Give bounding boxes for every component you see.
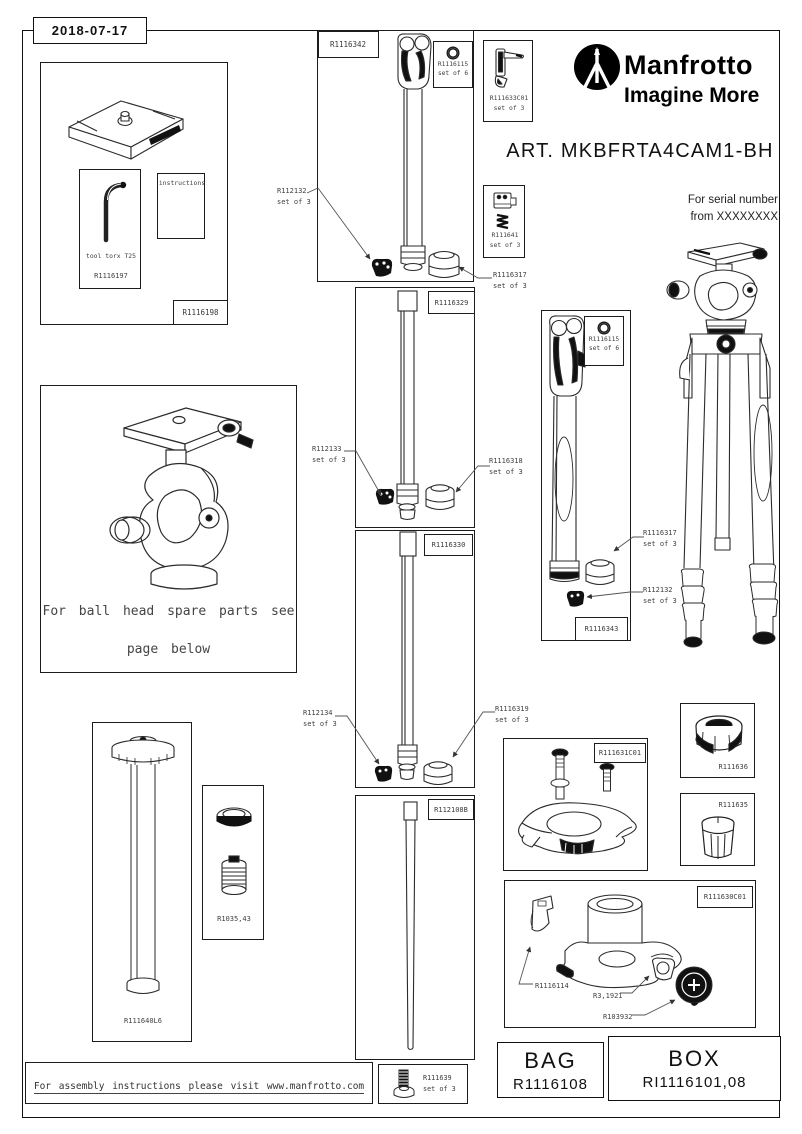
nut-code-label: R3,1921 (593, 992, 623, 1000)
oring-qty: set of 6 (588, 345, 620, 353)
quick-release-plate-icon (68, 100, 184, 160)
top-casting-code-tab: R111630C01 (697, 886, 753, 908)
assembly-note-text: For assembly instructions please visit w… (33, 1081, 365, 1094)
shipping-box-code: RI1116101,08 (642, 1074, 747, 1091)
rod-box: R112108B (355, 795, 475, 1060)
tripod-illustration (666, 242, 779, 648)
oring-code: R1116115 (437, 61, 469, 68)
brand-tagline: Imagine More (624, 84, 760, 107)
lock-ring-icon (695, 715, 743, 754)
rod-icon (403, 801, 418, 1051)
instructions-box: instructions (157, 173, 205, 239)
lock-ring-box: R111636 (680, 703, 755, 778)
leg2-box: R1116329 (355, 287, 475, 528)
knob-code-label: R103932 (603, 1013, 633, 1021)
rod-code-tab: R112108B (428, 799, 474, 820)
leg-section-icon (374, 531, 453, 786)
manfrotto-logo-icon (574, 44, 620, 90)
torx-wrench-icon (103, 181, 127, 243)
tool-label: tool torx T25 (85, 252, 137, 260)
spreader-box: R111631C01 (503, 738, 648, 871)
bag-box: BAG R1116108 (497, 1042, 604, 1098)
bag-code: R1116108 (512, 1075, 588, 1093)
wedge-code-label: R1116114 (535, 982, 569, 990)
leg1-code-tab: R1116342 (317, 30, 379, 58)
kit-code-tab: R1116198 (173, 300, 228, 325)
top-casting-box: R111630C01 R1116114 R3,1921 R103932 (504, 880, 756, 1028)
leg-section-icon (375, 290, 455, 521)
oring-code: R1116115 (588, 336, 620, 343)
oring-kit-box: R1116115 set of 6 (433, 41, 473, 88)
tool-box: tool torx T25 R1116197 (79, 169, 141, 289)
centre-column-box: R111640L6 (92, 722, 192, 1042)
ball-head-note-line1: For ball head spare parts see (42, 604, 295, 619)
hook-kit-box: R1035,43 (202, 785, 264, 940)
hook-kit-code: R1035,43 (217, 915, 251, 923)
shipping-box: BOX RI1116101,08 (608, 1036, 781, 1101)
article-number: ART. MKBFRTA4CAM1-BH (506, 140, 774, 162)
spreader-icon (518, 748, 637, 855)
centre-column-icon (111, 735, 175, 995)
serial-note: For serial number from XXXXXXXX (687, 194, 778, 224)
oring-kit-box: R1116115 set of 6 (584, 316, 624, 366)
leg3-code-tab: R1116330 (424, 534, 473, 556)
collet-icon (701, 816, 735, 859)
latch-and-spring-icon (493, 192, 517, 230)
bag-title: BAG (524, 1047, 577, 1073)
o-ring-icon (446, 46, 460, 60)
lock-ring-code: R111636 (718, 763, 748, 771)
leg-assembly-code-tab: R1116343 (575, 617, 628, 641)
hook-ring-and-insert-icon (216, 807, 252, 896)
screw-icon (393, 1069, 415, 1098)
kit-box: tool torx T25 R1116197 instructions R111… (40, 62, 228, 325)
revision-date: 2018-07-17 (51, 23, 129, 38)
assembly-note-box: For assembly instructions please visit w… (25, 1062, 373, 1104)
shipping-box-title: BOX (668, 1046, 721, 1071)
top-casting-icon (530, 894, 713, 1006)
lever-lock-icon (494, 48, 525, 88)
ball-head-note-line2: page below (126, 642, 211, 657)
o-ring-icon (597, 321, 611, 335)
spreader-code-tab: R111631C01 (594, 743, 646, 763)
instructions-label: instructions (158, 179, 206, 187)
leg-assembly-box: R1116115 set of 6 R1116343 (541, 310, 631, 641)
leg-section-icon (371, 33, 460, 279)
leg3-box: R1116330 (355, 530, 475, 788)
revision-date-box: 2018-07-17 (33, 17, 147, 44)
collet-box: R111635 (680, 793, 755, 866)
collet-code: R111635 (718, 801, 748, 809)
oring-qty: set of 6 (437, 70, 469, 78)
centre-column-code: R111640L6 (124, 1017, 162, 1025)
leg-assembly-icon (549, 315, 615, 607)
tool-code: R1116197 (94, 272, 128, 280)
leg2-code-tab: R1116329 (428, 291, 475, 314)
leg1-box: R1116342 R1116115 set of 6 (317, 30, 474, 282)
ball-head-box: For ball head spare parts see page below (40, 385, 297, 673)
ball-head-icon (109, 407, 254, 590)
brand-name: Manfrotto (624, 50, 753, 80)
